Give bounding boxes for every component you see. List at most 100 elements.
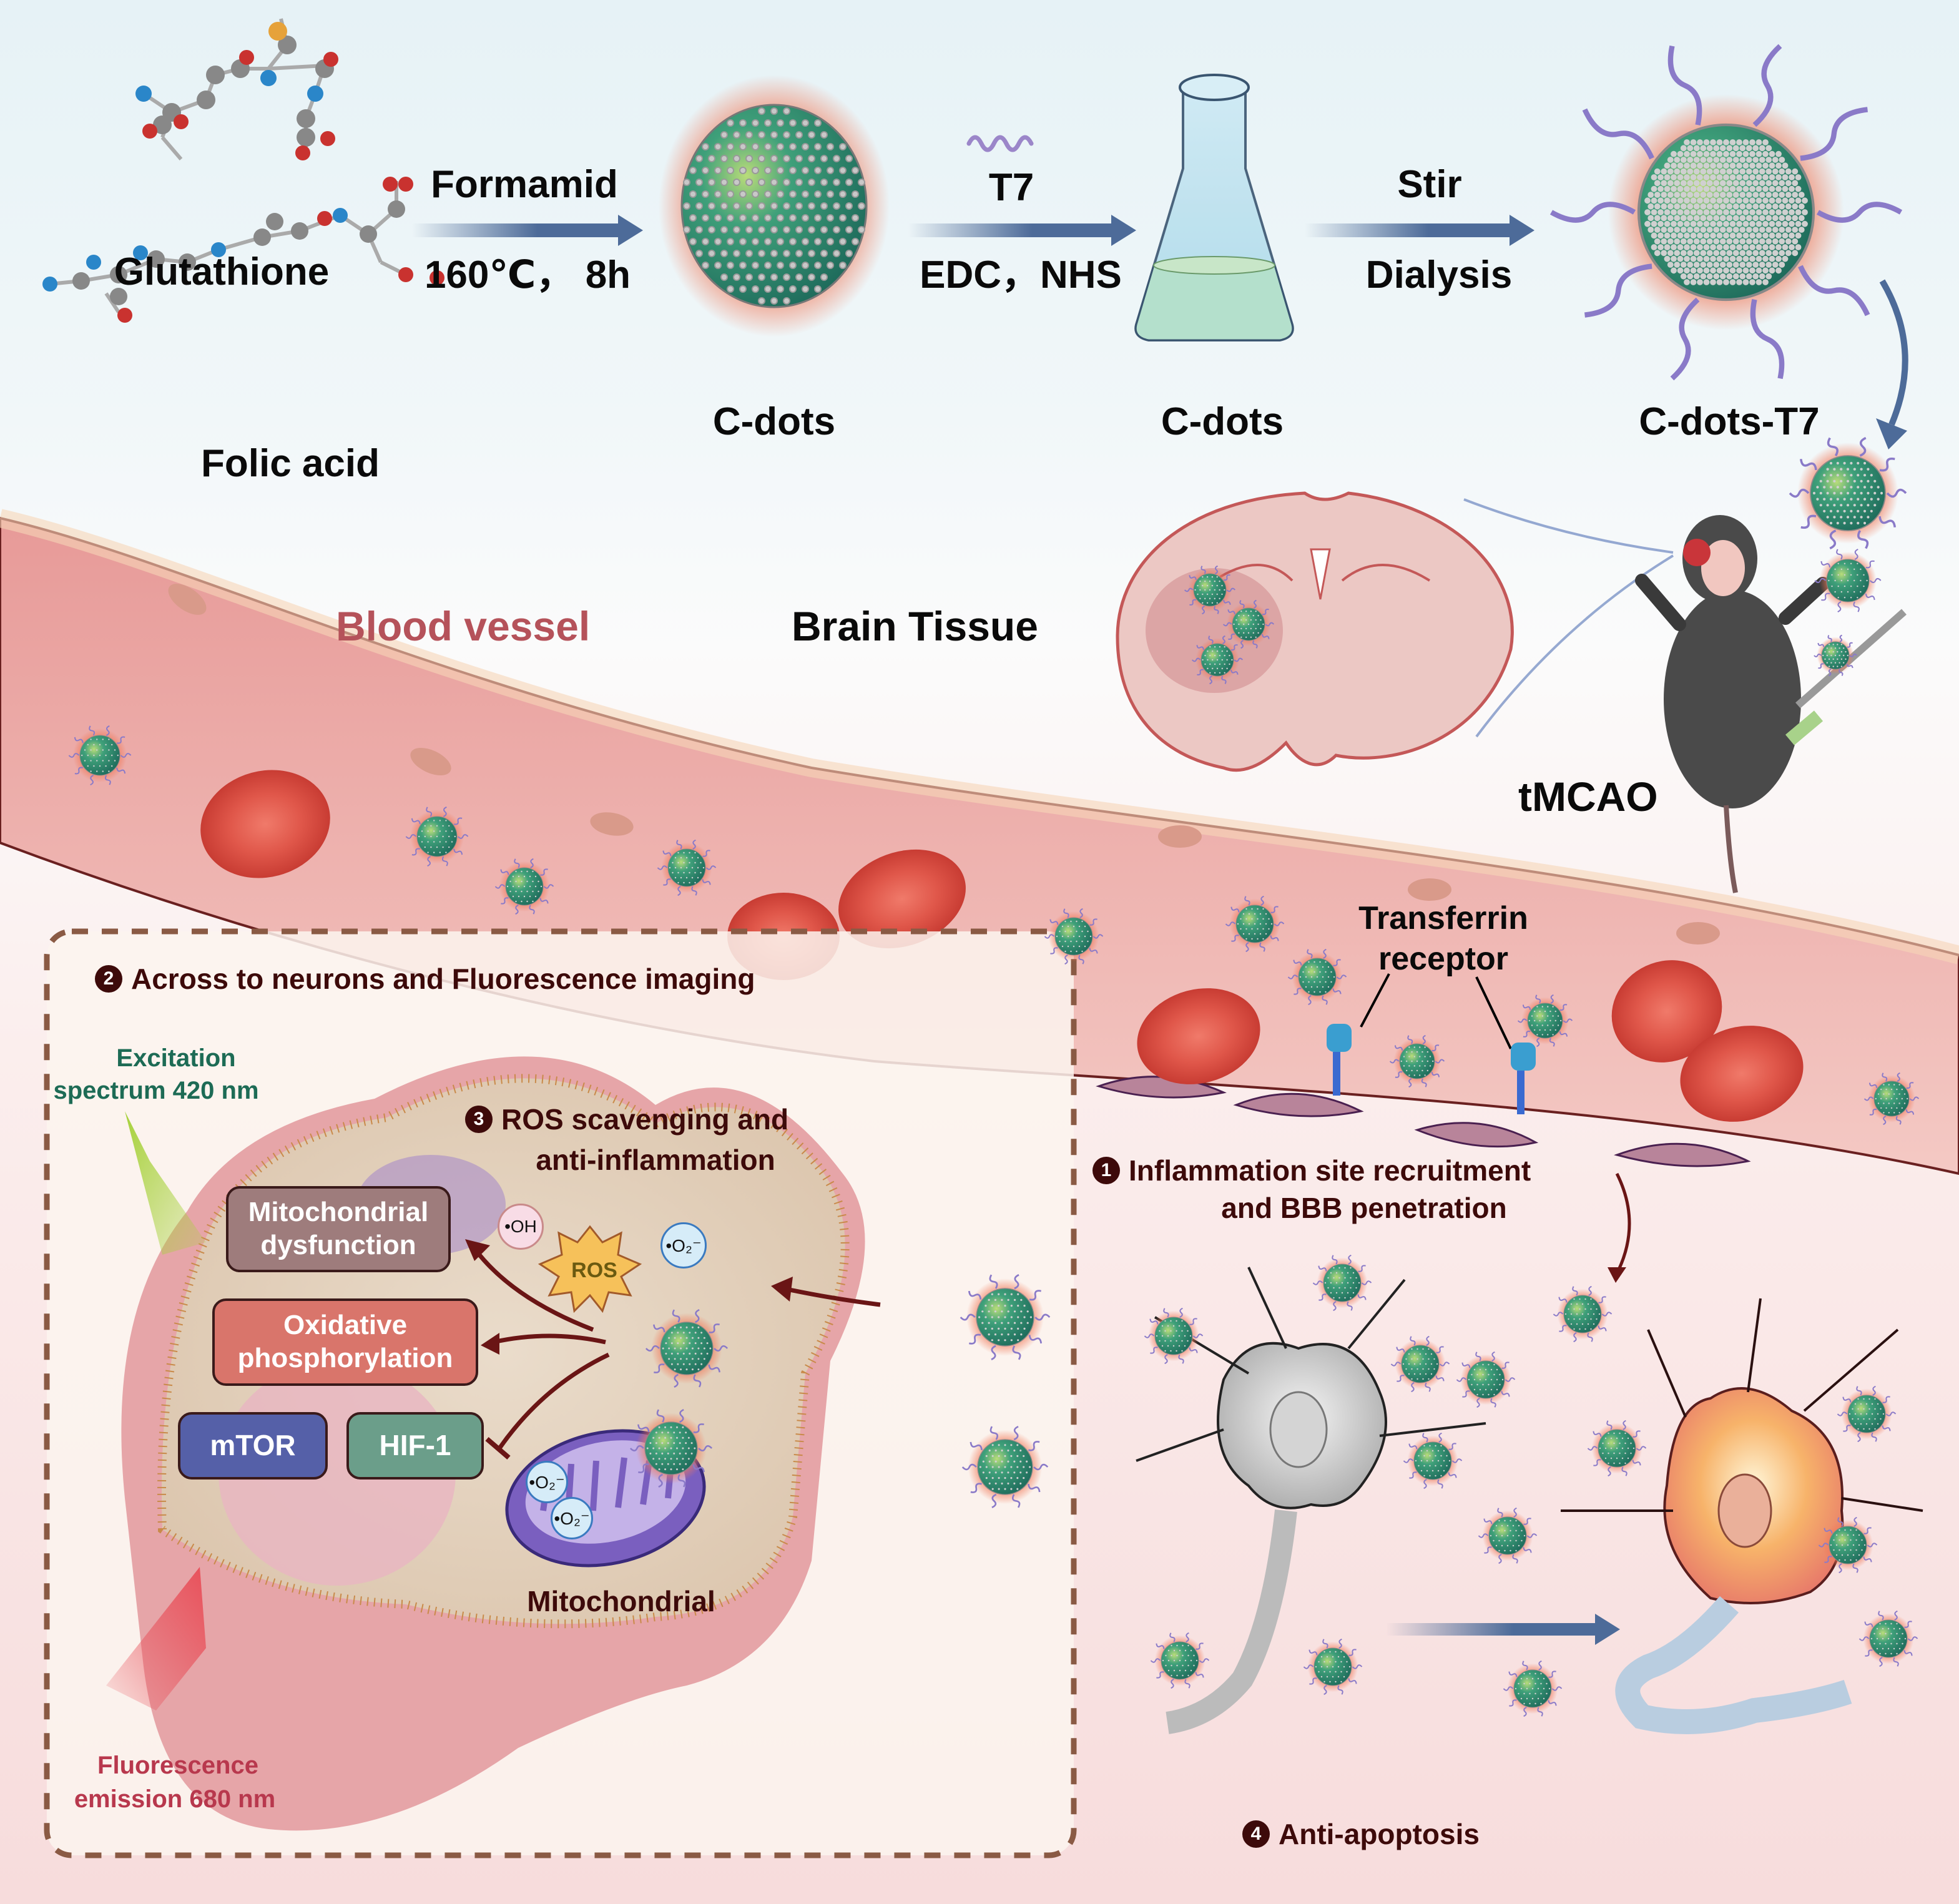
step2-conditions: EDC，NHS: [920, 253, 1122, 297]
c-dot-t7-particle: [1225, 895, 1285, 953]
mitochondrial-label: Mitochondrial: [527, 1585, 715, 1617]
excitation-label-line2: spectrum 420 nm: [53, 1077, 259, 1104]
step-badge: 2: [95, 965, 122, 993]
t7-peptide-icon: [966, 135, 1034, 152]
hif1-box: HIF-1: [346, 1412, 484, 1480]
c-dot-t7-particle: [1390, 1335, 1450, 1393]
folic-acid-label: Folic acid: [201, 442, 380, 485]
c-dot-t7-particle: [1863, 1072, 1920, 1126]
superoxide-radical-icon: •O₂⁻: [526, 1461, 568, 1503]
c-dot-t7-particle: [1312, 1254, 1372, 1312]
c-dot-t7-particle: [1789, 436, 1907, 550]
excitation-label-line1: Excitation: [116, 1044, 236, 1072]
step-1-line2: and BBB penetration: [1221, 1192, 1507, 1224]
c-dot-t7-particle: [1814, 548, 1882, 613]
step-text: Inflammation site recruitment: [1129, 1154, 1531, 1187]
c-dot-t7-particle: [629, 1408, 713, 1488]
receptor-pointer-line: [1360, 973, 1390, 1028]
brain-section-icon: [1116, 491, 1514, 772]
c-dot-t7-particle: [1150, 1632, 1210, 1689]
synthesis-arrow-1: [412, 215, 643, 246]
c-dot-t7-particle: [1403, 1432, 1463, 1489]
folic-acid-molecule-icon: [42, 177, 444, 323]
inhibit-hif-line: [498, 1352, 610, 1450]
to-oxphos-arrow: [493, 1333, 606, 1345]
step-2-heading: 2 Across to neurons and Fluorescence ima…: [95, 964, 755, 993]
c-dot-t7-particle: [494, 858, 554, 915]
c-dot-t7-particle: [1517, 994, 1573, 1048]
c-dot-large-icon: [659, 75, 890, 337]
step-text: ROS scavenging and: [501, 1103, 789, 1136]
synthesis-arrow-2: [908, 215, 1136, 246]
step-badge: 3: [465, 1106, 493, 1133]
mouse-icon: [1635, 515, 1907, 893]
c-dot-t7-particle: [1814, 634, 1857, 677]
c-dot-t7-particle: [1553, 1285, 1613, 1343]
mtor-box: mTOR: [178, 1412, 328, 1480]
transferrin-receptor-icon: [1327, 1024, 1536, 1114]
ros-label: ROS: [571, 1259, 617, 1282]
recruitment-arrow: [1615, 1172, 1631, 1275]
to-mouse-arrow: [1879, 279, 1908, 426]
step-1-heading: 1 Inflammation site recruitment: [1092, 1156, 1531, 1185]
glutathione-label: Glutathione: [114, 250, 330, 293]
c-dot-t7-particle: [657, 839, 717, 896]
c-dot-t7-particle: [1837, 1385, 1897, 1443]
mitochondrial-dysfunction-box: Mitochondrial dysfunction: [226, 1186, 451, 1272]
emission-beam: [106, 1567, 206, 1710]
superoxide-radical-icon: •O₂⁻: [660, 1222, 707, 1269]
c-dot-t7-particle: [1303, 1638, 1363, 1695]
emission-label-line1: Fluorescence: [97, 1752, 258, 1779]
c-dot-t7-particle: [1456, 1351, 1516, 1408]
c-dot-t7-particle: [405, 806, 469, 867]
blood-vessel-label: Blood vessel: [336, 603, 591, 649]
emission-label-line2: emission 680 nm: [74, 1785, 276, 1813]
c-dot-t7-particle: [68, 725, 132, 786]
c-dots-label: C-dots: [712, 400, 836, 443]
transferrin-label-line1: Transferrin: [1358, 900, 1528, 936]
step-3-heading: 3 ROS scavenging and: [465, 1105, 788, 1134]
c-dots-t7-label: C-dots-T7: [1639, 400, 1820, 443]
blood-vessel: [0, 509, 1959, 1175]
c-dot-t7-particles: [68, 436, 1920, 1717]
hydroxyl-radical-icon: •OH: [498, 1204, 544, 1250]
c-dot-t7-particle: [1587, 1420, 1647, 1477]
step-3-line2: anti-inflammation: [536, 1144, 775, 1176]
c-dot-t7-large-icon: [1549, 44, 1903, 381]
c-dot-t7-particle: [1818, 1516, 1878, 1574]
step2-reagent: T7: [988, 166, 1034, 209]
c-dot-t7-particle: [1858, 1610, 1918, 1667]
brain-tissue-label: Brain Tissue: [792, 603, 1038, 649]
step-text: Anti-apoptosis: [1279, 1818, 1480, 1850]
transferrin-label-line2: receptor: [1378, 941, 1509, 977]
synthesis-arrow-3: [1305, 215, 1534, 246]
step3-reagent: Stir: [1397, 163, 1462, 206]
step-badge: 4: [1242, 1820, 1270, 1848]
step1-reagent: Formamid: [431, 163, 618, 206]
excitation-beam: [125, 1111, 206, 1255]
c-dot-t7-particle: [1144, 1307, 1204, 1365]
entry-arrow: [786, 1287, 881, 1307]
step-4-heading: 4 Anti-apoptosis: [1242, 1820, 1480, 1848]
c-dot-t7-particle: [645, 1308, 729, 1388]
flask-icon: [1134, 74, 1294, 341]
step3-conditions: Dialysis: [1365, 253, 1513, 297]
ros-burst-icon: [538, 1225, 642, 1313]
step1-conditions: 160℃， 8h: [424, 253, 631, 297]
c-dot-t7-particle: [1222, 599, 1275, 649]
tmcao-label: tMCAO: [1518, 773, 1658, 820]
c-dot-t7-particle: [1044, 908, 1104, 965]
c-dot-t7-particle: [1287, 948, 1347, 1006]
to-mito-dysfunction-arrow: [473, 1247, 594, 1332]
c-dot-t7-particle: [1389, 1034, 1445, 1088]
c-dot-t7-particle: [1478, 1507, 1538, 1564]
c-dot-t7-particle: [960, 1273, 1051, 1361]
step-badge: 1: [1092, 1157, 1120, 1184]
c-dot-t7-particle: [1191, 635, 1244, 685]
c-dot-t7-particle: [961, 1425, 1049, 1509]
c-dot-t7-particle: [1549, 44, 1903, 381]
red-blood-cells: [200, 770, 1804, 1122]
c-dot-t7-particle: [1184, 565, 1236, 615]
neuron-rescue-arrow: [1386, 1614, 1620, 1645]
